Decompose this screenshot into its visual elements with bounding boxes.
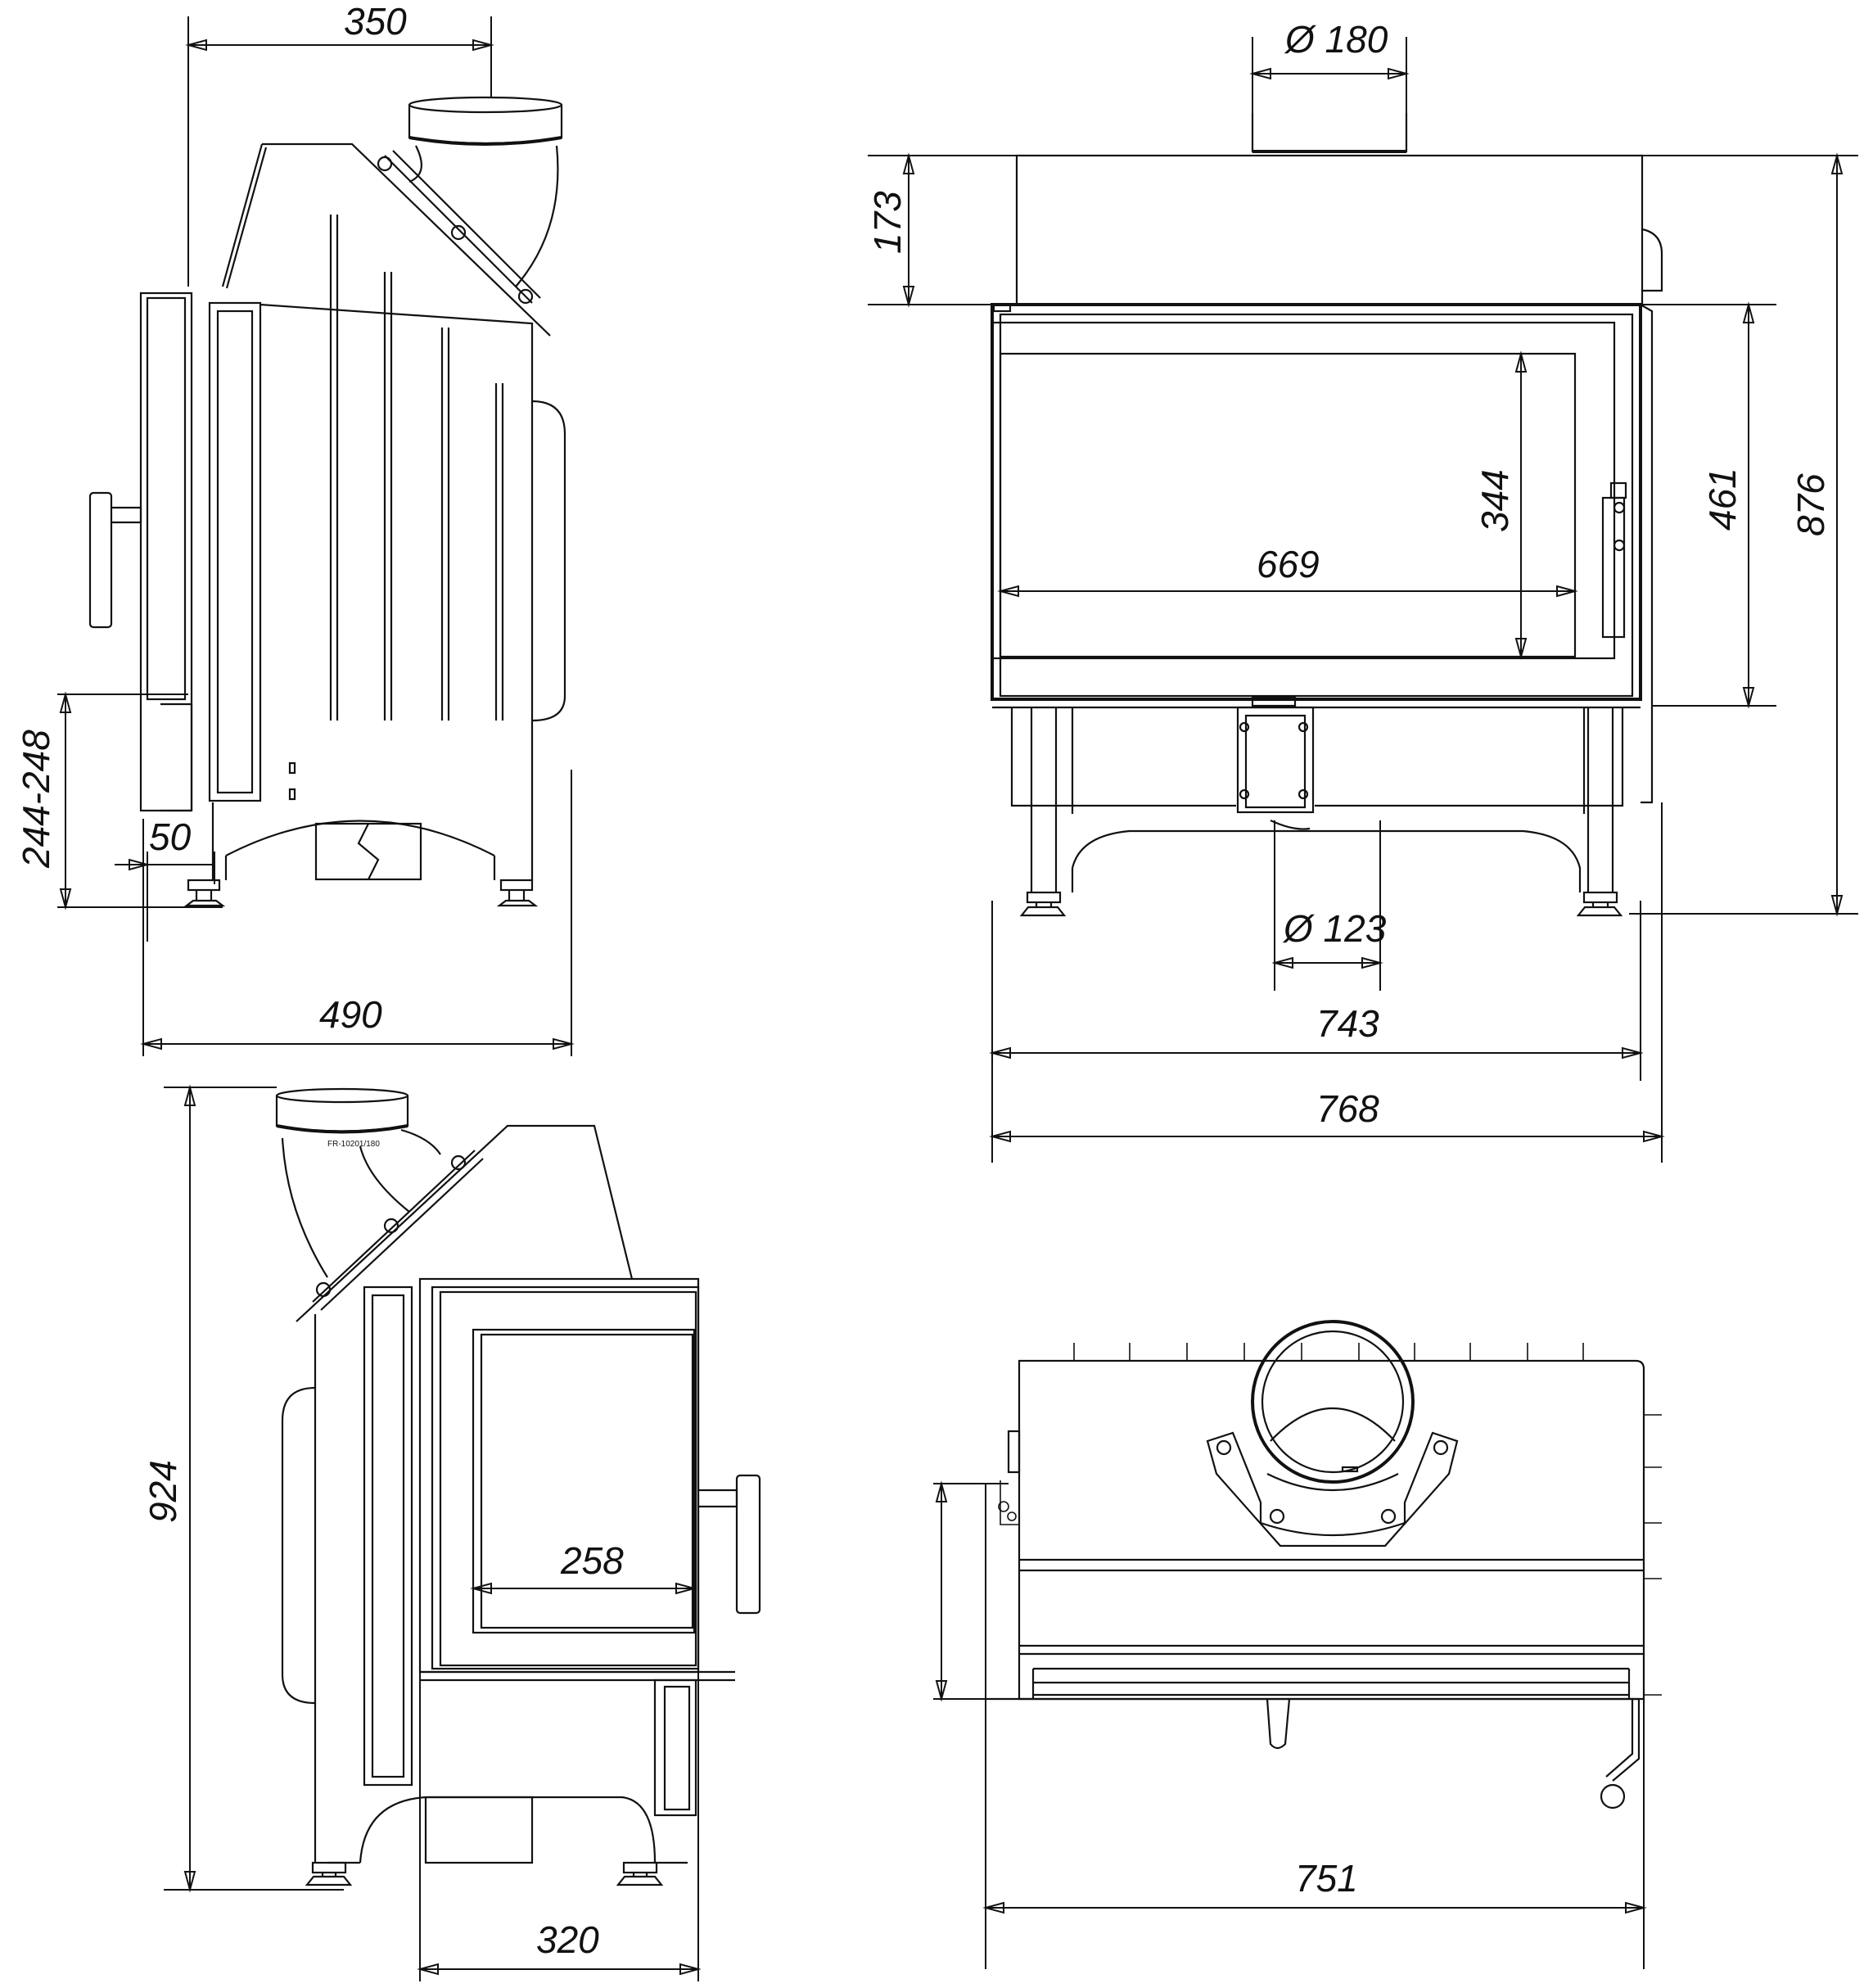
top-view: 751	[933, 1320, 1662, 1969]
dim-side-flue-offset: 350	[344, 0, 407, 43]
dim-rear-depth: 320	[536, 1918, 599, 1961]
rear-side-view: FR-10201/180	[142, 1084, 761, 1981]
dim-front-outer-width: 768	[1316, 1087, 1379, 1130]
dim-front-glass-height: 344	[1474, 469, 1516, 532]
dim-rear-glass-width: 258	[560, 1539, 624, 1582]
front-view: Ø 180 173 344 669 461 876 Ø 123 743 768	[866, 18, 1858, 1163]
dim-side-depth: 490	[319, 993, 382, 1036]
side-view: 350 244-248 50 490	[15, 0, 575, 1056]
dim-front-top-height: 173	[866, 191, 909, 254]
dim-side-foot-offset: 50	[149, 816, 192, 858]
dim-front-bottom-diameter: Ø 123	[1282, 907, 1387, 950]
dim-front-door-height: 461	[1701, 468, 1744, 531]
flue-marking: FR-10201/180	[327, 1140, 380, 1149]
dim-front-glass-width: 669	[1257, 543, 1320, 585]
dim-top-width: 751	[1295, 1857, 1358, 1900]
dim-front-total-height: 876	[1790, 473, 1832, 536]
dim-front-flue-diameter: Ø 180	[1284, 18, 1388, 61]
dim-rear-total-height: 924	[142, 1460, 184, 1523]
dim-front-inner-width: 743	[1316, 1002, 1379, 1045]
dim-side-leg-height: 244-248	[15, 730, 57, 869]
